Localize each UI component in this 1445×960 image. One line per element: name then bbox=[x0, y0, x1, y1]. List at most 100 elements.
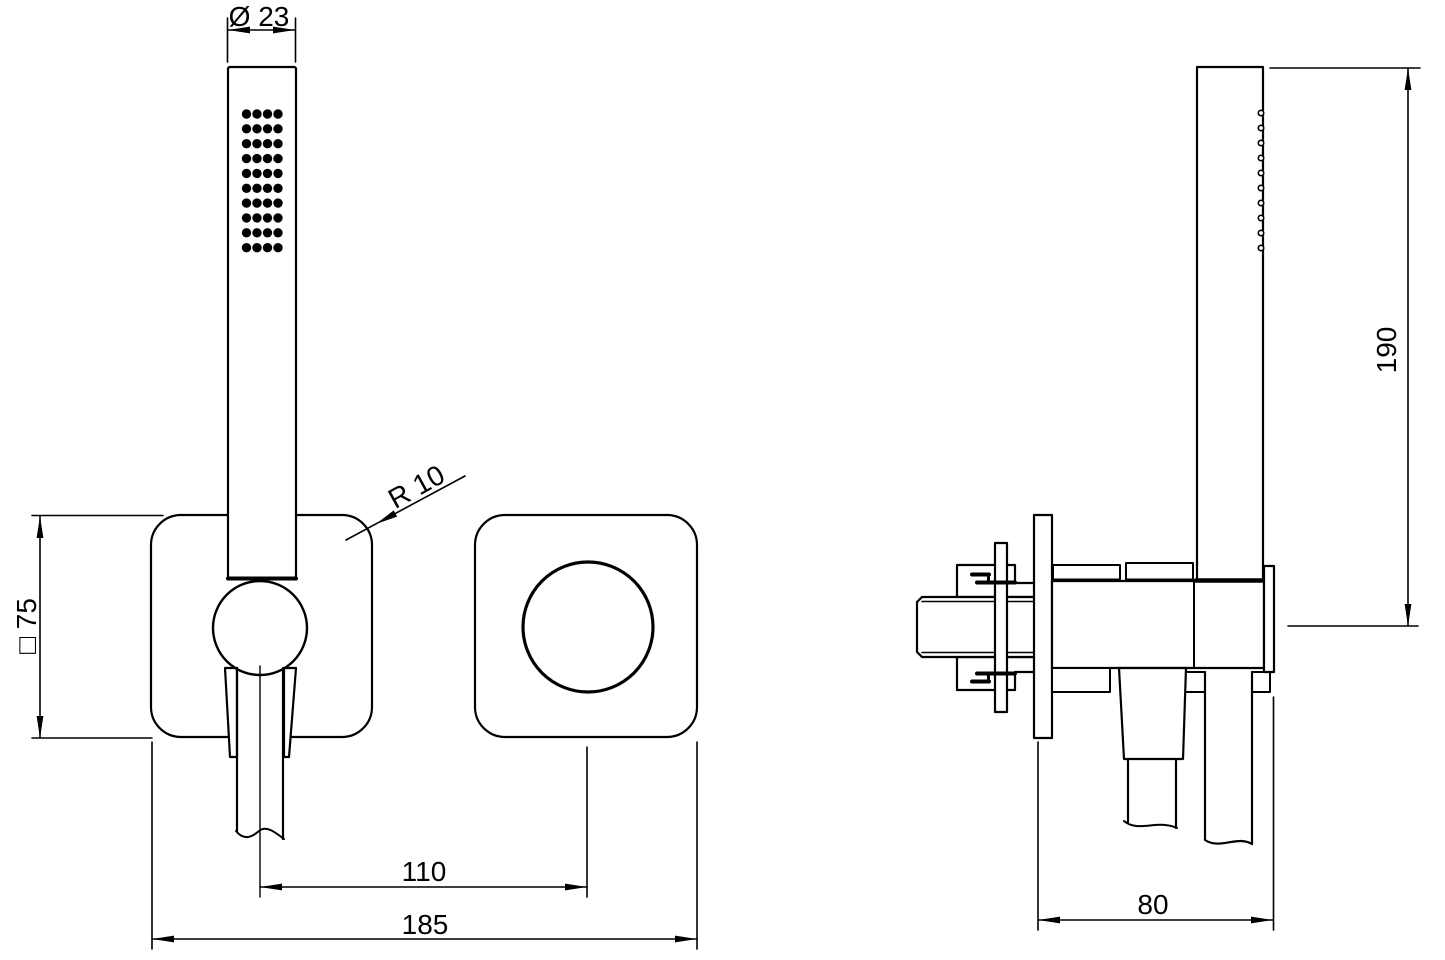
nozzle-dot bbox=[273, 228, 283, 238]
nozzle-dot bbox=[1257, 154, 1265, 162]
nozzle-dot bbox=[252, 124, 262, 134]
nozzle-dot bbox=[273, 124, 283, 134]
label-radius-10: R 10 bbox=[383, 459, 450, 515]
nozzle-dot bbox=[241, 243, 252, 253]
front-view bbox=[149, 65, 699, 898]
arrowhead bbox=[260, 883, 282, 891]
front-control-knob bbox=[521, 560, 655, 694]
arrowhead bbox=[152, 935, 174, 943]
side-hose-break-line bbox=[1123, 820, 1178, 829]
front-hose-nut-left bbox=[223, 666, 239, 759]
nozzle-dot bbox=[241, 198, 252, 208]
nozzle-dot bbox=[273, 153, 283, 164]
nozzle-dot bbox=[273, 198, 283, 208]
nozzle-dot bbox=[1257, 139, 1265, 147]
dim-110 bbox=[259, 746, 588, 898]
nozzle-dot bbox=[241, 228, 252, 238]
nozzle-dot bbox=[252, 139, 262, 149]
nozzle-dot bbox=[252, 109, 262, 119]
arrowhead bbox=[1404, 68, 1412, 90]
nozzle-dot bbox=[273, 213, 283, 223]
label-diameter-23: Ø 23 bbox=[229, 1, 290, 32]
dimension-labels: Ø 23 R 10 □ 75 110 185 190 80 bbox=[11, 1, 1402, 940]
side-hose-nut bbox=[1117, 666, 1188, 761]
leader-line bbox=[345, 475, 466, 541]
nozzle-dot bbox=[252, 183, 262, 193]
arrowhead bbox=[1038, 916, 1060, 924]
front-hose-break-line bbox=[235, 827, 285, 840]
dim-diameter bbox=[226, 17, 297, 63]
nozzle-dot bbox=[273, 183, 283, 193]
nozzle-dot bbox=[241, 139, 252, 149]
side-nozzle-dots bbox=[1257, 109, 1265, 252]
side-hose-tube bbox=[1203, 670, 1254, 846]
arrowhead bbox=[36, 516, 44, 538]
nozzle-dot bbox=[241, 109, 252, 119]
nozzle-dot bbox=[262, 139, 273, 149]
front-handshower-wand bbox=[226, 65, 298, 580]
dimension-lines bbox=[31, 17, 1421, 950]
side-fixing-clips bbox=[970, 572, 1017, 684]
side-holder-ledge-right bbox=[1125, 562, 1194, 581]
arrowhead bbox=[36, 716, 44, 738]
nozzle-dot bbox=[273, 109, 283, 119]
nozzle-dot bbox=[262, 124, 273, 134]
nozzle-dot bbox=[1257, 124, 1265, 132]
nozzle-dot bbox=[1257, 199, 1265, 207]
nozzle-dot bbox=[1257, 214, 1265, 222]
nozzle-dot bbox=[262, 198, 273, 208]
nozzle-dot bbox=[262, 243, 273, 253]
label-80: 80 bbox=[1137, 889, 1168, 920]
dim-radius-leader bbox=[345, 475, 466, 541]
nozzle-dot bbox=[1257, 109, 1265, 117]
side-holder-ledge-left bbox=[1052, 564, 1121, 581]
front-nozzle-dots bbox=[241, 109, 283, 253]
nozzle-dot bbox=[252, 228, 262, 238]
side-wall-plate bbox=[1032, 513, 1054, 740]
nozzle-dot bbox=[273, 139, 283, 149]
label-110: 110 bbox=[402, 856, 447, 887]
side-bottom-ledge-mid bbox=[1184, 671, 1206, 693]
label-185: 185 bbox=[402, 909, 449, 940]
nozzle-dot bbox=[252, 198, 262, 208]
nozzle-dot bbox=[241, 213, 252, 223]
nozzle-dot bbox=[241, 124, 252, 134]
side-bottom-ledge-left bbox=[1051, 667, 1111, 693]
nozzle-dot bbox=[252, 213, 262, 223]
nozzle-dot bbox=[241, 153, 252, 164]
side-holder-cap bbox=[1262, 564, 1276, 674]
arrowhead bbox=[376, 510, 398, 524]
side-bottom-ledge-right bbox=[1251, 671, 1271, 693]
side-mounting-flange bbox=[993, 541, 1009, 714]
nozzle-dot bbox=[241, 183, 252, 193]
nozzle-dot bbox=[252, 243, 262, 253]
nozzle-dot bbox=[262, 109, 273, 119]
nozzle-dot bbox=[262, 213, 273, 223]
nozzle-dot bbox=[262, 183, 273, 193]
dim-190 bbox=[1269, 67, 1421, 627]
nozzle-dot bbox=[1257, 184, 1265, 192]
nozzle-dot bbox=[262, 228, 273, 238]
dim-square-75 bbox=[31, 514, 164, 739]
side-holder-body bbox=[1050, 579, 1266, 670]
side-handshower-wand bbox=[1195, 65, 1265, 582]
nozzle-dot bbox=[1257, 169, 1265, 177]
dim-80 bbox=[1037, 696, 1275, 931]
nozzle-dot bbox=[1257, 229, 1265, 237]
arrowhead bbox=[675, 935, 697, 943]
label-square-75: □ 75 bbox=[11, 598, 42, 654]
side-valve-spindle bbox=[915, 595, 1038, 659]
arrowhead bbox=[228, 26, 250, 34]
nozzle-dot bbox=[262, 168, 273, 179]
nozzle-dot bbox=[273, 243, 283, 253]
dim-185 bbox=[151, 741, 698, 950]
arrowhead bbox=[1404, 604, 1412, 626]
arrowhead bbox=[273, 26, 295, 34]
arrowhead bbox=[565, 883, 587, 891]
label-190: 190 bbox=[1371, 327, 1402, 374]
nozzle-dot bbox=[273, 168, 283, 179]
nozzle-dot bbox=[252, 168, 262, 179]
nozzle-dot bbox=[241, 168, 252, 179]
